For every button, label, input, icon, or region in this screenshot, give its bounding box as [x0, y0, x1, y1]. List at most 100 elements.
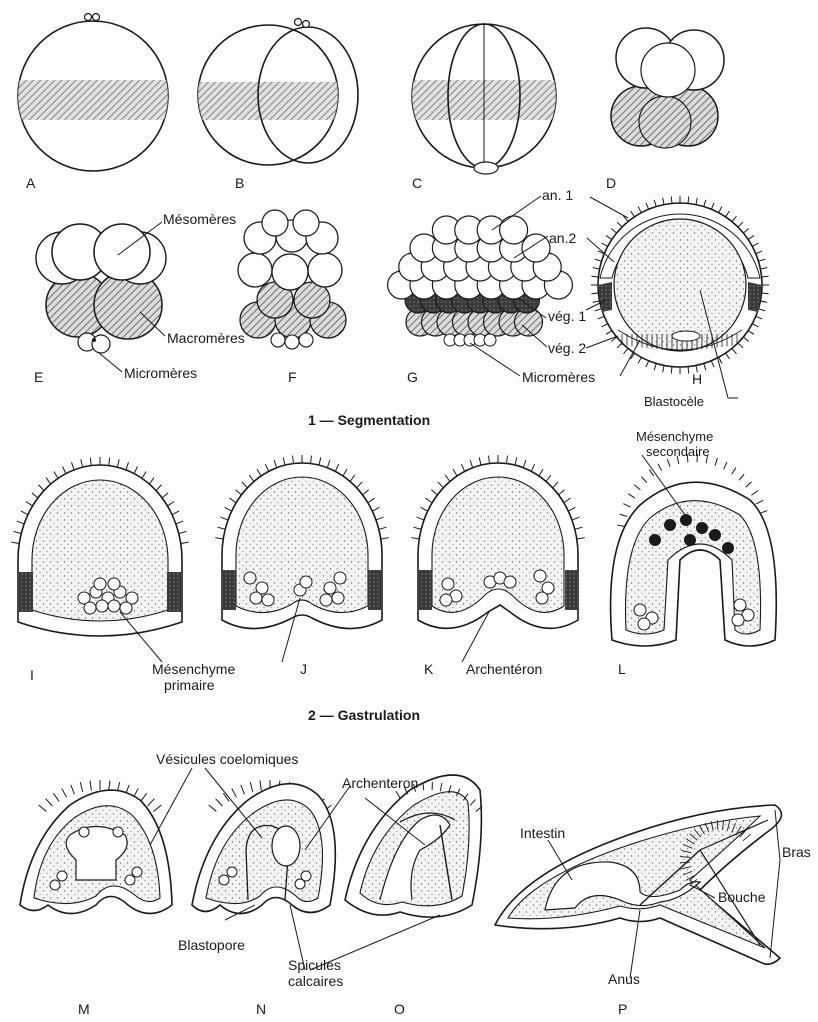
cilium — [232, 789, 237, 798]
mesenchyme-cell — [120, 602, 132, 614]
panel-a-egg — [10, 14, 180, 172]
cilium — [343, 469, 347, 476]
cilium — [671, 196, 672, 203]
cilium — [593, 301, 600, 302]
cilium — [470, 460, 473, 468]
cilium — [617, 343, 622, 348]
mesenchyme-cell — [132, 867, 142, 877]
cilium — [628, 494, 635, 498]
cilium — [663, 198, 664, 205]
cilium — [646, 203, 649, 209]
cilium — [381, 538, 389, 539]
cilium — [568, 507, 575, 511]
cilium — [688, 367, 689, 374]
mesenchyme-cell — [84, 602, 96, 614]
mesenchyme-cell — [300, 576, 312, 588]
cilium — [711, 361, 714, 367]
cilium — [756, 316, 762, 319]
cilium — [283, 457, 285, 465]
cilium — [559, 490, 565, 495]
cilium — [760, 301, 767, 302]
mesenchyme-cell — [732, 614, 744, 626]
label-intestin: Intestin — [520, 826, 565, 840]
mesenchyme-cell — [244, 572, 256, 584]
cilium — [760, 268, 767, 269]
cilium — [564, 498, 571, 503]
cilium — [17, 521, 24, 524]
cilium — [748, 236, 754, 240]
cilium — [461, 464, 464, 471]
panel-f-thirty-two-cell — [238, 210, 346, 349]
secondary-mesenchyme-cell — [649, 534, 661, 546]
panel-letter-g: G — [407, 370, 418, 384]
cilium — [704, 363, 706, 370]
cilium — [250, 782, 252, 792]
panel-j-gastrula — [215, 455, 388, 629]
animal-rows — [388, 216, 573, 299]
cilium — [63, 466, 66, 473]
cilium — [523, 460, 526, 468]
panel-m-prism-larva — [20, 780, 172, 914]
panel-letter-a: A — [26, 176, 35, 190]
cilium — [715, 458, 717, 466]
cilium — [758, 309, 765, 311]
mesenchyme-cell — [440, 594, 452, 606]
label-mesenchyme-primary-2: primaire — [164, 678, 215, 692]
mesenchyme-cell — [320, 594, 332, 606]
cilium — [319, 457, 321, 465]
cilium — [71, 462, 74, 470]
cilium — [396, 791, 400, 798]
panel-letter-n: N — [256, 1002, 266, 1016]
cilium — [357, 482, 362, 488]
cilium — [658, 464, 662, 471]
cilium — [235, 490, 241, 495]
cilium — [53, 793, 59, 801]
panel-letter-m: M — [78, 1002, 90, 1016]
mesenchyme-cell — [113, 827, 123, 837]
secondary-mesenchyme-cell — [709, 529, 721, 541]
cilium — [363, 490, 369, 495]
label-an1: an. 1 — [542, 188, 573, 202]
mesenchyme-cell — [442, 578, 454, 590]
cilium — [743, 337, 748, 341]
cilium — [39, 805, 47, 811]
panel-letter-d: D — [606, 176, 616, 190]
label-mesenchyme-secondary-2: secondaire — [646, 445, 710, 458]
panel-letter-o: O — [394, 1002, 405, 1016]
cilium — [762, 293, 769, 294]
cilium — [624, 348, 628, 353]
cilium — [141, 793, 147, 801]
cilium — [507, 456, 508, 464]
cilium — [176, 521, 183, 524]
mesenchyme-cell — [734, 599, 746, 611]
cilium — [117, 459, 119, 467]
cilium — [631, 211, 635, 217]
cilium — [421, 507, 428, 511]
cilium — [638, 357, 641, 363]
cilium — [719, 207, 722, 213]
cilium — [752, 243, 758, 246]
cilium — [335, 464, 338, 471]
cilium — [257, 469, 261, 476]
panel-k-invagination — [411, 455, 584, 628]
cilium — [539, 469, 543, 476]
mesenchyme-cell — [332, 592, 344, 604]
panel-e-sixteen-cell — [36, 224, 166, 353]
cilium — [32, 493, 38, 498]
cilium — [14, 531, 22, 533]
cilium — [26, 501, 33, 506]
cilium — [426, 498, 433, 503]
label-spicules-2: calcaires — [288, 974, 343, 988]
cilium — [217, 527, 225, 529]
cilium — [704, 200, 706, 207]
secondary-mesenchyme-cell — [684, 534, 696, 546]
cilium — [646, 361, 649, 367]
cilium — [149, 478, 154, 484]
cilium — [265, 464, 268, 471]
cilium — [156, 485, 161, 491]
secondary-mesenchyme-cell — [722, 542, 734, 554]
cilium — [90, 781, 91, 791]
cilium — [738, 343, 743, 348]
cilium — [148, 799, 155, 806]
